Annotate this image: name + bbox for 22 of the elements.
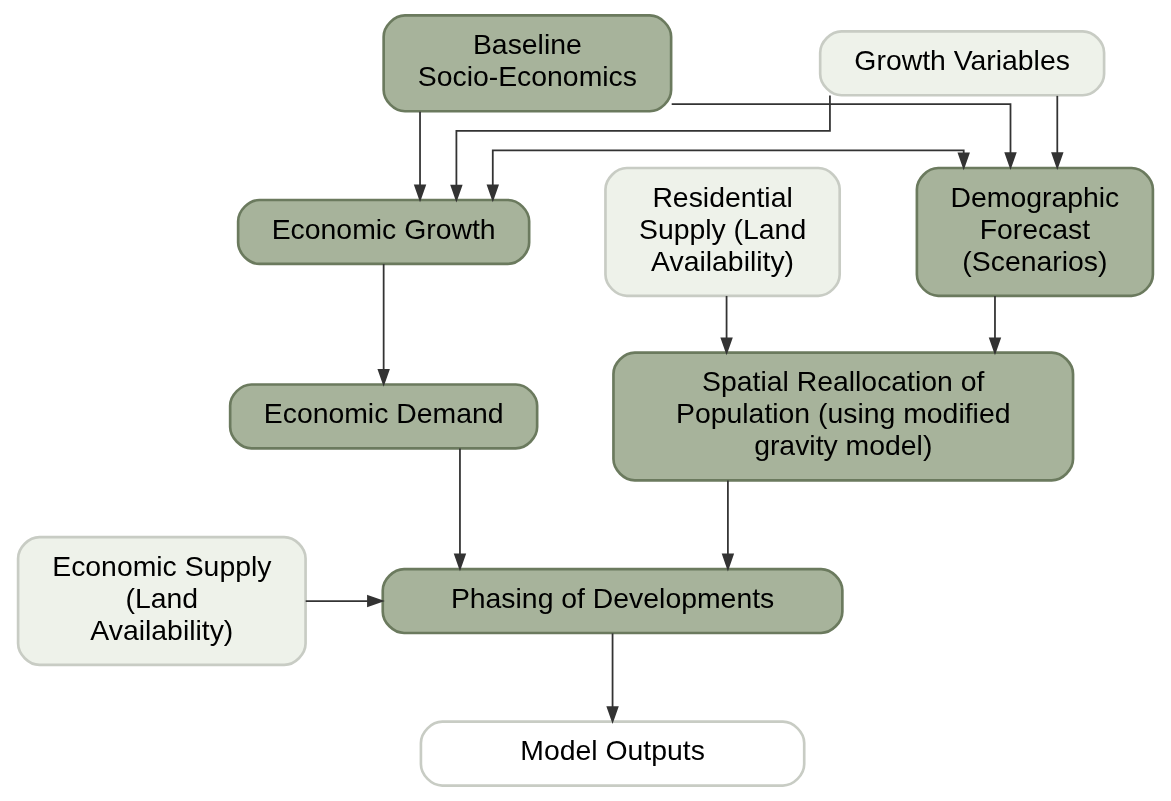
arrow [453,447,467,572]
node-box: Spatial Reallocation of Population (using modified gravity model) [612,351,1075,482]
node-box: Economic Growth [236,198,531,266]
arrow [606,632,619,724]
arrow [450,94,831,203]
node-box: Demographic Forecast (Scenarios) [915,166,1155,298]
arrow [413,110,427,203]
node-box: Residential Supply (Land Availability) [604,166,842,298]
arrow [486,149,970,203]
node-box: Model Outputs [419,720,806,787]
node-box: Economic Supply (Land Availability) [16,535,307,667]
arrow [377,263,390,387]
arrow [1051,94,1064,171]
arrow [670,103,1017,170]
arrow [720,295,733,356]
arrow [988,295,1002,356]
node-box: Economic Demand [228,383,539,450]
node-box: Phasing of Developments [381,567,844,635]
arrow [721,479,735,572]
node-box: Growth Variables [818,30,1106,97]
node-box: Baseline Socio-Economics [382,14,673,113]
arrow [304,594,385,608]
